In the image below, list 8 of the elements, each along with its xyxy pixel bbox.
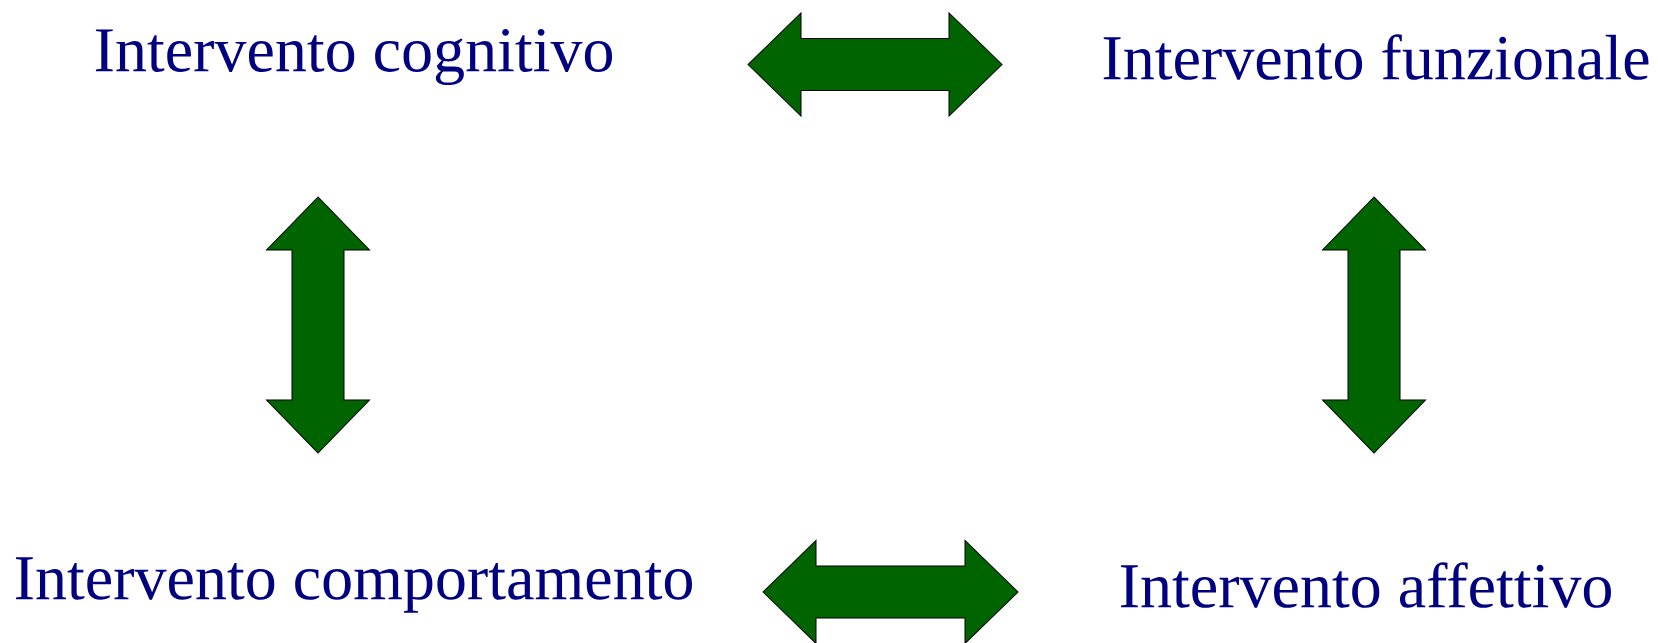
node-label: Intervento affettivo bbox=[1121, 562, 1611, 608]
node-label: Intervento comportamento bbox=[16, 557, 692, 613]
double-arrow bbox=[1322, 196, 1426, 454]
double-arrow bbox=[747, 12, 1003, 117]
double-arrow bbox=[266, 196, 370, 454]
node-label: Intervento funzionale bbox=[1103, 34, 1649, 80]
node-label: Intervento cognitivo bbox=[95, 28, 612, 86]
double-arrow bbox=[762, 540, 1019, 643]
